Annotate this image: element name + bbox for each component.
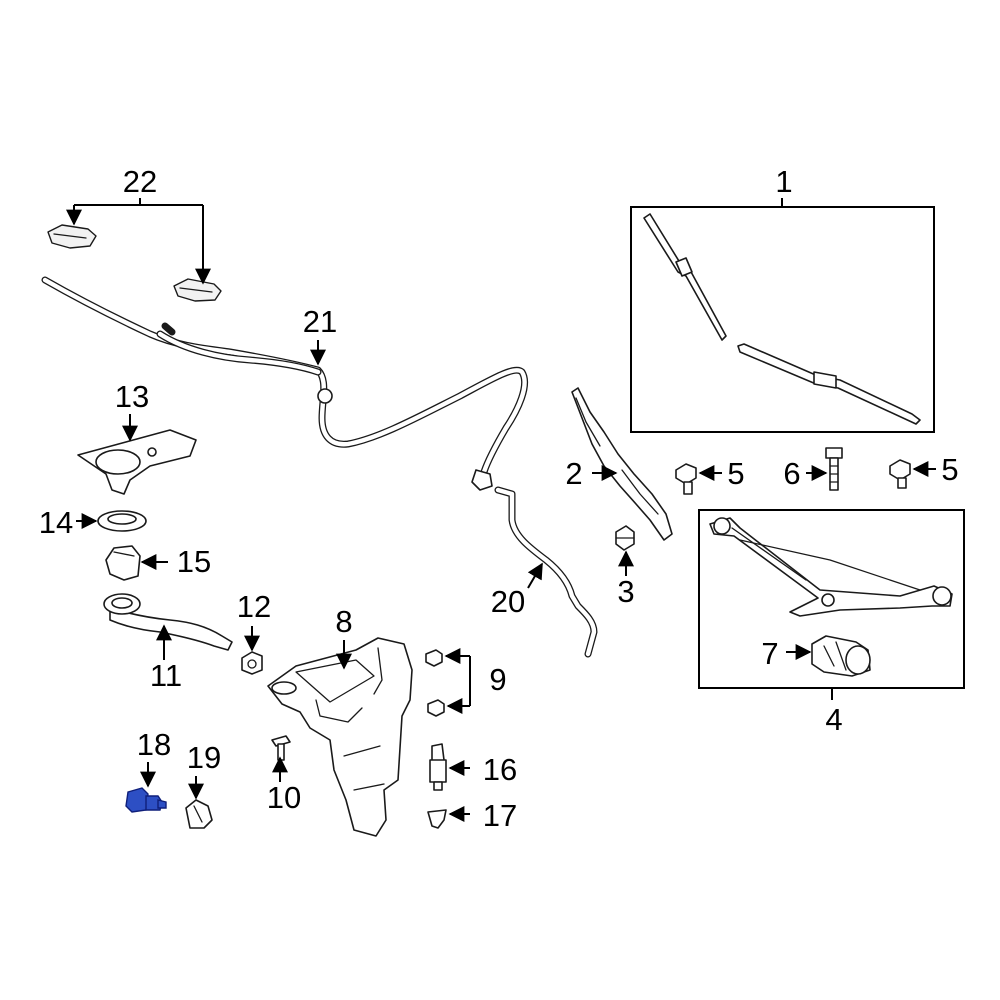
- svg-text:12: 12: [237, 589, 271, 624]
- svg-text:13: 13: [115, 379, 149, 414]
- callout-7: 7: [761, 636, 812, 671]
- svg-text:3: 3: [617, 574, 634, 609]
- part-9-grommet-upper[interactable]: [425, 649, 443, 667]
- part-5-bolt-left[interactable]: [675, 463, 697, 495]
- part-18-connector-highlighted[interactable]: [125, 787, 167, 813]
- svg-text:2: 2: [565, 456, 582, 491]
- callout-10: 10: [267, 756, 301, 815]
- part-14-seal[interactable]: [97, 510, 147, 532]
- blade-group-box: [630, 206, 935, 433]
- part-16-pump[interactable]: [429, 743, 447, 791]
- svg-text:6: 6: [783, 456, 800, 491]
- part-12-grommet[interactable]: [241, 651, 263, 675]
- svg-text:11: 11: [150, 658, 182, 693]
- callout-5-left: 5: [698, 456, 745, 491]
- part-15-cap[interactable]: [105, 545, 141, 581]
- callout-19: 19: [187, 740, 221, 800]
- callout-9: 9: [444, 648, 507, 714]
- callout-17: 17: [448, 798, 517, 833]
- callout-15: 15: [140, 544, 211, 579]
- svg-text:5: 5: [727, 456, 744, 491]
- callout-14: 14: [39, 505, 98, 540]
- svg-text:14: 14: [39, 505, 73, 540]
- svg-text:1: 1: [775, 164, 792, 199]
- part-21-washer-hose[interactable]: [41, 276, 529, 491]
- part-20-hose[interactable]: [494, 486, 598, 658]
- svg-text:8: 8: [335, 604, 352, 639]
- callout-2: 2: [565, 456, 618, 491]
- part-10-bolt[interactable]: [271, 735, 291, 761]
- part-22-nozzle-right[interactable]: [173, 278, 222, 302]
- svg-text:21: 21: [303, 304, 337, 339]
- part-19-grommet[interactable]: [185, 799, 213, 829]
- svg-text:15: 15: [177, 544, 211, 579]
- part-11-filler-neck[interactable]: [103, 593, 233, 651]
- callout-16: 16: [448, 752, 517, 787]
- part-7-wiper-motor[interactable]: [811, 635, 871, 677]
- part-17-grommet[interactable]: [427, 809, 447, 829]
- part-9-grommet-lower[interactable]: [427, 699, 445, 717]
- svg-text:10: 10: [267, 780, 301, 815]
- svg-text:7: 7: [761, 636, 778, 671]
- part-22-nozzle-left[interactable]: [47, 224, 97, 249]
- svg-text:17: 17: [483, 798, 517, 833]
- callout-8: 8: [335, 604, 353, 670]
- part-3-nut[interactable]: [615, 525, 635, 551]
- svg-text:9: 9: [489, 662, 506, 697]
- part-2-wiper-arm[interactable]: [571, 387, 673, 541]
- callout-6: 6: [783, 456, 828, 491]
- callout-1: 1: [775, 164, 793, 207]
- part-1-wiper-blade-left[interactable]: [643, 213, 727, 341]
- callout-20: 20: [491, 562, 543, 619]
- callout-13: 13: [115, 379, 149, 442]
- svg-text:5: 5: [941, 452, 958, 487]
- callout-5-right: 5: [912, 452, 959, 487]
- svg-text:20: 20: [491, 584, 525, 619]
- callout-18: 18: [137, 727, 171, 788]
- part-13-bracket[interactable]: [77, 429, 197, 495]
- part-5-bolt-right[interactable]: [889, 459, 911, 489]
- part-1-wiper-blade-right[interactable]: [737, 343, 921, 425]
- svg-text:16: 16: [483, 752, 517, 787]
- svg-text:18: 18: [137, 727, 171, 762]
- callout-21: 21: [303, 304, 337, 366]
- part-4-wiper-linkage[interactable]: [709, 517, 953, 617]
- svg-text:19: 19: [187, 740, 221, 775]
- callout-4: 4: [825, 688, 843, 737]
- callout-3: 3: [617, 550, 635, 609]
- part-6-bolt[interactable]: [825, 447, 843, 491]
- callout-22: 22: [66, 164, 211, 285]
- svg-text:4: 4: [825, 702, 842, 737]
- svg-text:22: 22: [123, 164, 157, 199]
- callout-11: 11: [150, 624, 182, 693]
- callout-12: 12: [237, 589, 271, 652]
